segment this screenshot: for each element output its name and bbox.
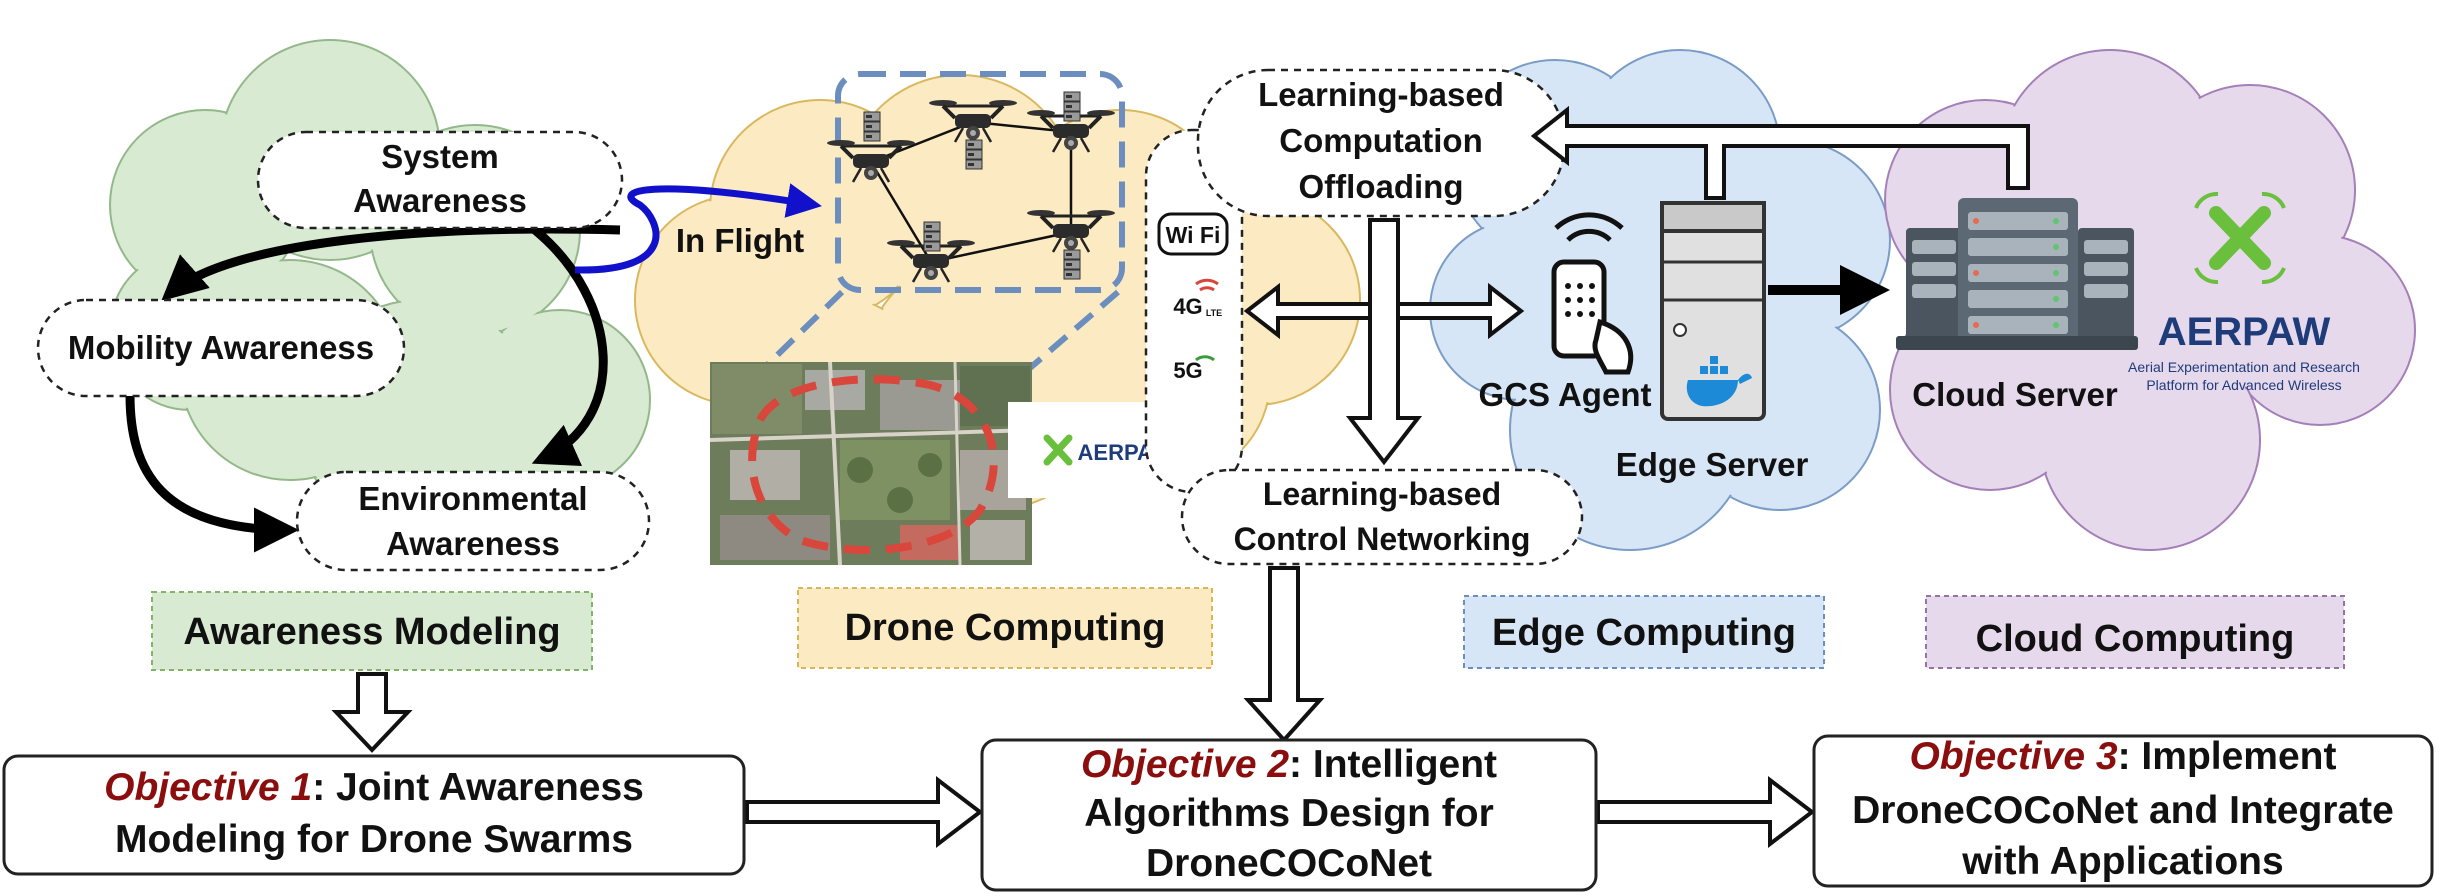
drone-swarm bbox=[825, 91, 1117, 284]
system-awareness-node: System Awareness bbox=[256, 130, 624, 230]
cloud-to-offloading-arrow bbox=[1530, 105, 2030, 200]
server-stack-icon bbox=[1063, 249, 1081, 280]
system-to-environmental-arrow bbox=[531, 226, 608, 466]
aerial-map-image bbox=[709, 361, 1033, 566]
svg-text:LTE: LTE bbox=[1206, 308, 1222, 318]
svg-text:Edge Computing: Edge Computing bbox=[1492, 612, 1796, 654]
learning-offloading-node: Learning-based Computation Offloading bbox=[1196, 68, 1566, 218]
svg-text:Objective 2: Intelligent: Objective 2: Intelligent bbox=[1081, 743, 1497, 786]
drone-computing-label: Drone Computing bbox=[797, 587, 1213, 669]
learning-control-node: Learning-based Control Networking bbox=[1180, 468, 1584, 566]
svg-text:Learning-based: Learning-based bbox=[1263, 476, 1501, 512]
objective-1-box: Objective 1: Joint Awareness Modeling fo… bbox=[2, 754, 746, 876]
svg-text:Cloud Computing: Cloud Computing bbox=[1976, 618, 2295, 660]
mobility-to-environmental-arrow bbox=[125, 394, 299, 553]
in-flight-label: In Flight bbox=[676, 222, 804, 259]
server-stack-icon bbox=[923, 221, 941, 252]
svg-text:Awareness: Awareness bbox=[353, 182, 527, 219]
environmental-awareness-node: Environmental Awareness bbox=[295, 470, 651, 572]
edge-server-icon bbox=[1660, 201, 1766, 421]
svg-text:Drone Computing: Drone Computing bbox=[845, 607, 1166, 649]
svg-text:DroneCOCoNet and Integrate: DroneCOCoNet and Integrate bbox=[1852, 789, 2394, 832]
svg-text:Awareness: Awareness bbox=[386, 525, 560, 562]
svg-text:Offloading: Offloading bbox=[1299, 168, 1464, 205]
cloud-computing-label: Cloud Computing bbox=[1925, 595, 2345, 669]
svg-text:System: System bbox=[381, 138, 498, 175]
server-stack-icon bbox=[1063, 91, 1081, 122]
objective2-to-objective3-arrow bbox=[1596, 775, 1816, 849]
awareness-cloud bbox=[109, 39, 651, 541]
svg-text:with Applications: with Applications bbox=[1961, 840, 2283, 883]
svg-text:Wi Fi: Wi Fi bbox=[1166, 222, 1221, 248]
in-flight-arrow bbox=[574, 183, 822, 274]
offloading-to-control-arrow bbox=[1345, 218, 1423, 466]
svg-text:Aerial Experimentation and Res: Aerial Experimentation and Research bbox=[2128, 359, 2360, 375]
svg-text:Objective 3: Implement: Objective 3: Implement bbox=[1910, 735, 2337, 778]
svg-text:AERPAW: AERPAW bbox=[2158, 310, 2331, 354]
svg-text:Objective 1: Joint Awareness: Objective 1: Joint Awareness bbox=[104, 766, 644, 809]
aerpaw-logo: AERPAW Aerial Experimentation and Resear… bbox=[2128, 191, 2360, 393]
drone-swarm-box bbox=[835, 71, 1125, 293]
svg-text:5G: 5G bbox=[1173, 358, 1202, 383]
objective1-to-objective2-arrow bbox=[745, 775, 984, 849]
svg-text:Control Networking: Control Networking bbox=[1234, 521, 1531, 557]
server-stack-icon bbox=[965, 139, 983, 170]
svg-text:Awareness Modeling: Awareness Modeling bbox=[183, 611, 560, 653]
svg-text:DroneCOCoNet: DroneCOCoNet bbox=[1146, 842, 1432, 885]
mobility-awareness-node: Mobility Awareness bbox=[36, 298, 406, 398]
svg-text:4G: 4G bbox=[1173, 294, 1202, 319]
5g-badge: 5G bbox=[1160, 344, 1226, 386]
svg-text:Mobility Awareness: Mobility Awareness bbox=[68, 329, 374, 366]
awareness-modeling-label: Awareness Modeling bbox=[151, 591, 593, 671]
objective-3-box: Objective 3: Implement DroneCOCoNet and … bbox=[1812, 734, 2434, 888]
gcs-agent-label: GCS Agent bbox=[1479, 376, 1652, 413]
zoom-line-left bbox=[761, 289, 845, 371]
objective-2-box: Objective 2: Intelligent Algorithms Desi… bbox=[980, 738, 1598, 892]
svg-text:Computation: Computation bbox=[1279, 122, 1482, 159]
4g-lte-badge: 4G LTE bbox=[1160, 272, 1226, 328]
svg-text:Environmental: Environmental bbox=[358, 480, 587, 517]
awareness-to-objective1-arrow bbox=[331, 672, 413, 753]
cloud-server-icon bbox=[1896, 198, 2138, 350]
svg-text:Modeling for Drone Swarms: Modeling for Drone Swarms bbox=[115, 818, 633, 861]
svg-text:Platform for Advanced Wireless: Platform for Advanced Wireless bbox=[2146, 377, 2341, 393]
svg-text:Algorithms Design for: Algorithms Design for bbox=[1084, 792, 1494, 835]
cloud-server-label: Cloud Server bbox=[1912, 376, 2118, 413]
gcs-remote-icon bbox=[1551, 212, 1634, 375]
edge-computing-label: Edge Computing bbox=[1463, 595, 1825, 669]
system-to-mobility-arrow bbox=[161, 224, 621, 301]
edge-server-label: Edge Server bbox=[1616, 446, 1809, 483]
server-stack-icon bbox=[863, 111, 881, 142]
control-to-objective2-arrow bbox=[1243, 566, 1325, 743]
svg-text:Learning-based: Learning-based bbox=[1258, 76, 1504, 113]
zoom-line-right bbox=[1028, 289, 1120, 371]
wifi-badge: Wi Fi bbox=[1157, 212, 1229, 256]
